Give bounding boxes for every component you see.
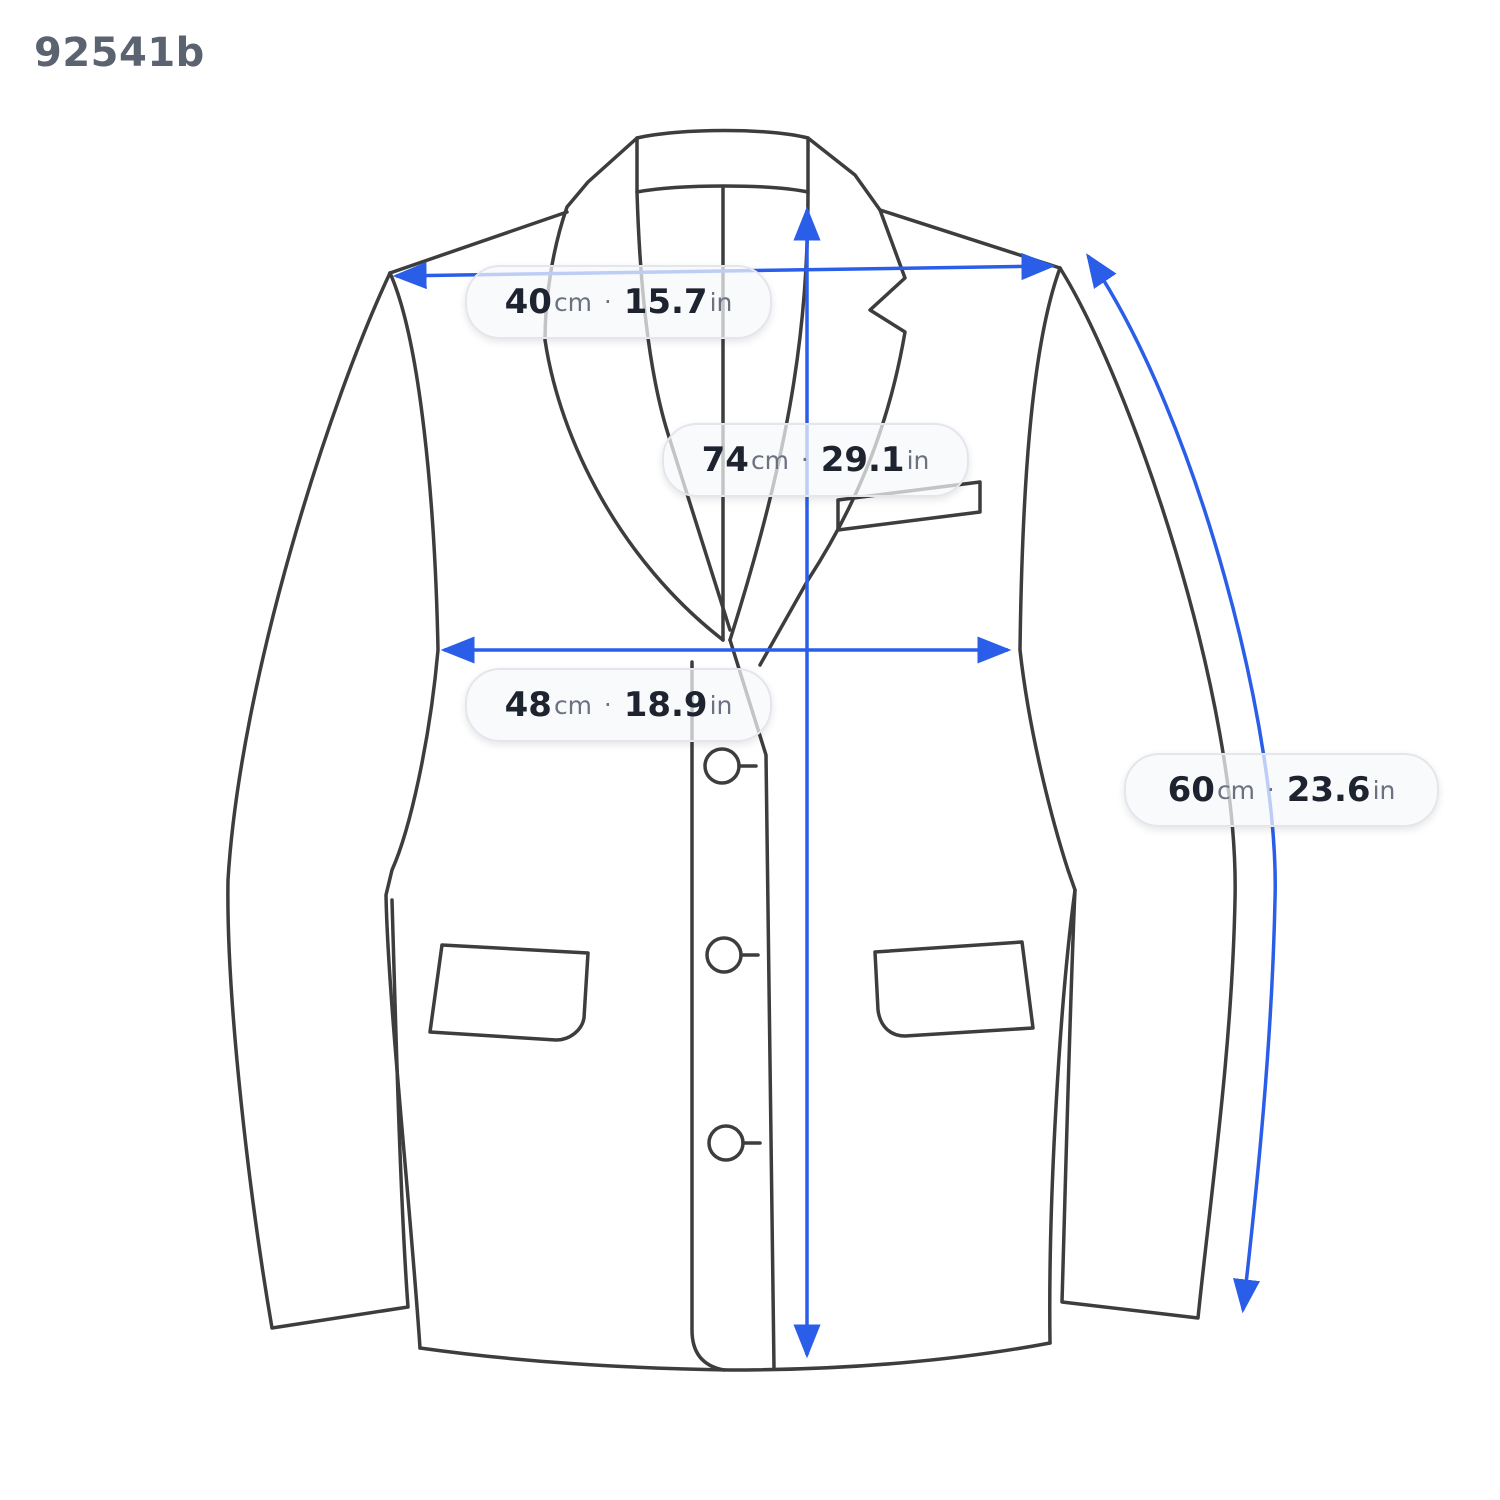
button [705,936,760,974]
left-lapel-inner [635,190,732,632]
left-shoulder [388,210,569,275]
button [703,747,758,785]
placket-right-edge [728,638,776,1370]
hem [418,1341,1052,1372]
left-body-side [384,271,440,1350]
right-shoulder [878,208,1062,270]
right-body-side [1018,266,1077,1345]
left-lapel [543,136,725,642]
left-hip-pocket [428,943,590,1042]
collar-band [635,128,810,194]
sleeve-dimension-arrow [1086,253,1277,1314]
right-hip-pocket [873,940,1035,1038]
placket-left-edge [690,660,726,1372]
button [707,1124,762,1162]
left-sleeve [226,271,410,1330]
right-lapel-inner [728,190,810,642]
right-lapel [758,136,907,667]
product-code: 92541b [34,30,205,76]
